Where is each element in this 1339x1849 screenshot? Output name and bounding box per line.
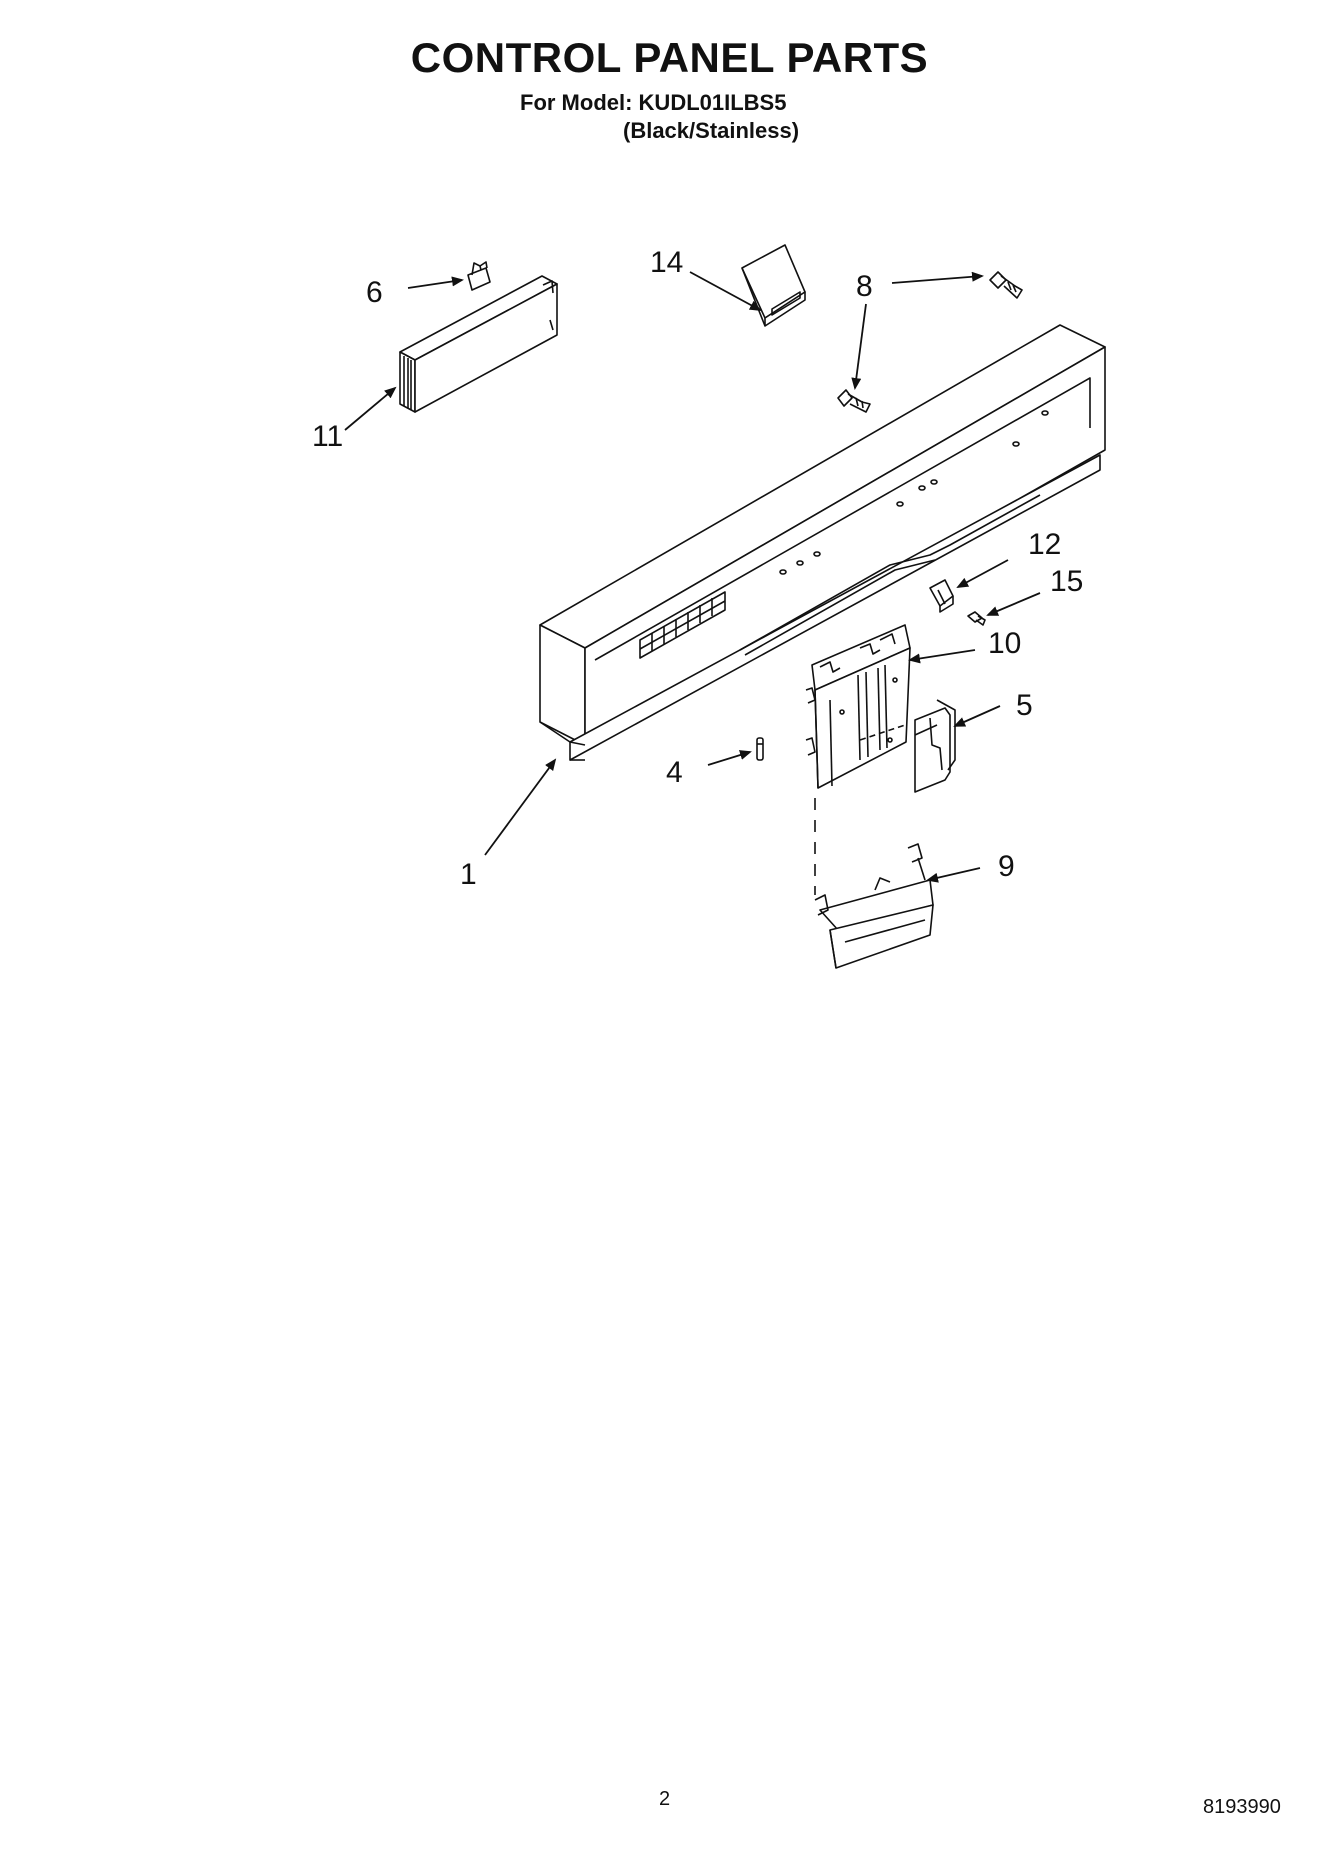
callout-12: 12: [1028, 528, 1061, 561]
indicator-lights: [779, 410, 1049, 575]
control-panel-console: [539, 324, 1106, 761]
model-line: For Model: KUDL01ILBS5: [520, 90, 787, 115]
panel-insert: [741, 244, 806, 327]
finish-line: (Black/Stainless): [623, 118, 800, 143]
callout-15: 15: [1050, 565, 1083, 598]
screw-upper: [989, 271, 1023, 299]
callout-5: 5: [1016, 689, 1033, 722]
document-number: 8193990: [1203, 1796, 1281, 1818]
callout-8: 8: [856, 270, 873, 303]
callout-1: 1: [460, 858, 477, 891]
small-screw: [967, 611, 986, 626]
clip-part: [467, 261, 491, 291]
pin-part: [756, 737, 764, 761]
callout-11: 11: [312, 420, 343, 453]
page-title: CONTROL PANEL PARTS: [410, 34, 929, 81]
button-grid: [639, 591, 726, 659]
screw-lower: [837, 389, 871, 413]
leader-arrows: [344, 271, 1041, 883]
lower-bracket: [814, 843, 934, 969]
switch-part: [929, 579, 954, 613]
side-bracket: [914, 699, 956, 793]
mounting-bracket: [805, 624, 911, 789]
callout-6: 6: [366, 276, 383, 309]
callout-9: 9: [998, 850, 1015, 883]
electronic-control-module: [399, 275, 558, 413]
callout-4: 4: [666, 756, 683, 789]
callout-10: 10: [988, 627, 1021, 660]
page-number: 2: [659, 1788, 671, 1810]
callout-14: 14: [650, 246, 683, 279]
